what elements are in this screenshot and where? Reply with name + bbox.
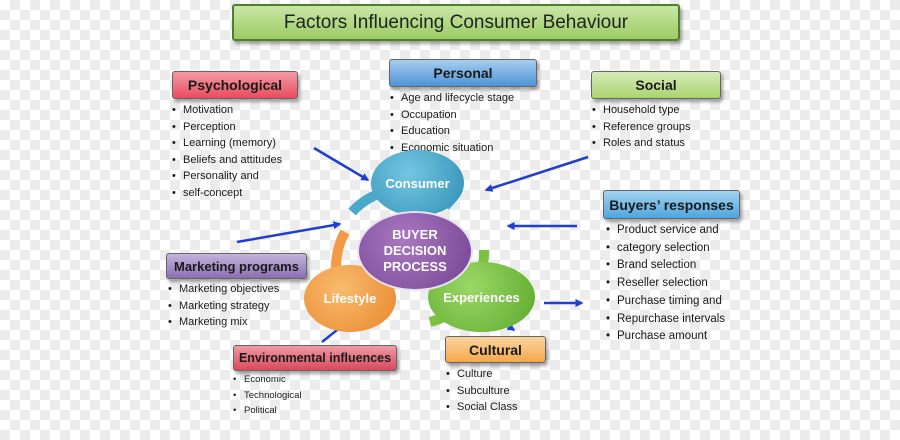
- center-line-1: BUYER: [392, 227, 438, 242]
- personal-label: Personal: [389, 59, 537, 87]
- cultural-list: Culture Subculture Social Class: [446, 366, 518, 416]
- psychological-item: Beliefs and attitudes: [172, 152, 282, 169]
- environmental-label: Environmental influences: [233, 345, 397, 371]
- buyers-responses-item: Purchase amount: [606, 328, 725, 346]
- consumer-circle: Consumer: [371, 150, 464, 216]
- psychological-item: Learning (memory): [172, 135, 282, 152]
- buyers-responses-list: Product service and category selection B…: [606, 222, 725, 346]
- diagram-title: Factors Influencing Consumer Behaviour: [232, 4, 680, 41]
- cultural-label: Cultural: [445, 336, 546, 363]
- social-label: Social: [591, 71, 721, 99]
- personal-item: Age and lifecycle stage: [390, 90, 514, 107]
- marketing-programs-item: Marketing objectives: [168, 281, 279, 298]
- buyers-responses-item: Reseller selection: [606, 275, 725, 293]
- environmental-item: Technological: [233, 388, 302, 404]
- consumer-label: Consumer: [385, 175, 450, 191]
- lifestyle-circle: Lifestyle: [304, 265, 396, 332]
- social-item: Roles and status: [592, 135, 690, 152]
- environmental-item: Political: [233, 403, 302, 419]
- psychological-label: Psychological: [172, 71, 298, 99]
- buyers-responses-item: Purchase timing and: [606, 293, 725, 311]
- cultural-item: Subculture: [446, 383, 518, 400]
- psychological-list: Motivation Perception Learning (memory) …: [172, 102, 282, 201]
- personal-item: Education: [390, 123, 514, 140]
- center-line-3: PROCESS: [383, 259, 447, 274]
- buyers-responses-item: Brand selection: [606, 257, 725, 275]
- buyers-responses-item: Repurchase intervals: [606, 311, 725, 329]
- marketing-programs-item: Marketing mix: [168, 314, 279, 331]
- psychological-item: Perception: [172, 119, 282, 136]
- cultural-item: Culture: [446, 366, 518, 383]
- social-item: Reference groups: [592, 119, 690, 136]
- environmental-item: Economic: [233, 372, 302, 388]
- arrow-psychological: [313, 146, 370, 182]
- marketing-programs-item: Marketing strategy: [168, 298, 279, 315]
- lifestyle-label: Lifestyle: [323, 291, 377, 306]
- buyers-responses-label: Buyers’ responses: [603, 190, 740, 219]
- marketing-programs-label: Marketing programs: [166, 253, 307, 279]
- marketing-programs-list: Marketing objectives Marketing strategy …: [168, 281, 279, 331]
- buyers-responses-item: Product service and: [606, 222, 725, 240]
- psychological-item: self-concept: [172, 185, 282, 202]
- environmental-list: Economic Technological Political: [233, 372, 302, 419]
- arrow-social: [484, 155, 589, 192]
- cultural-item: Social Class: [446, 399, 518, 416]
- buyers-responses-item: category selection: [606, 240, 725, 258]
- psychological-item: Motivation: [172, 102, 282, 119]
- buyer-decision-process-circle: BUYER DECISION PROCESS: [357, 211, 473, 291]
- experiences-label: Experiences: [443, 289, 520, 305]
- personal-list: Age and lifecycle stage Occupation Educa…: [390, 90, 514, 156]
- psychological-item: Personality and: [172, 168, 282, 185]
- social-list: Household type Reference groups Roles an…: [592, 102, 690, 152]
- arrow-marketing-programs: [236, 221, 342, 244]
- personal-item: Occupation: [390, 107, 514, 124]
- center-line-2: DECISION: [383, 243, 447, 258]
- social-item: Household type: [592, 102, 690, 119]
